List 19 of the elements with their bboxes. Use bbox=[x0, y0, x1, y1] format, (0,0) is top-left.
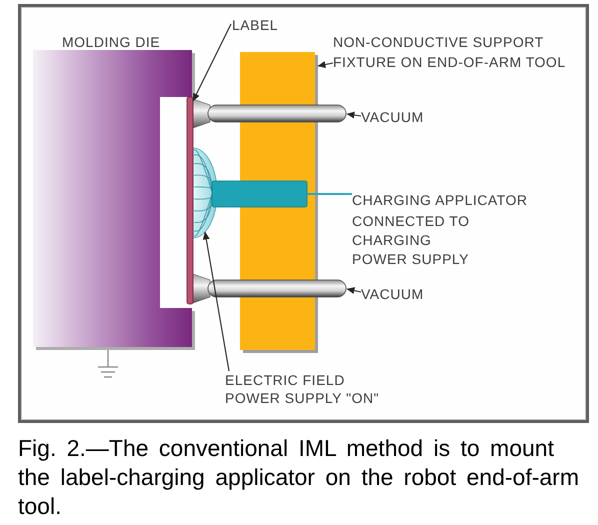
callout-text: VACUUM bbox=[361, 107, 424, 127]
leader-line bbox=[346, 112, 362, 119]
leader-line bbox=[192, 24, 232, 102]
callout-text: LABEL bbox=[232, 15, 278, 35]
callout-text: CONNECTED TO CHARGING POWER SUPPLY bbox=[352, 212, 470, 269]
callout-text: ELECTRIC FIELD POWER SUPPLY "ON" bbox=[225, 371, 390, 407]
figure-caption: Fig. 2.—The conventional IML method is to mount the label-charging applicator on the robot end-of-arm tool. bbox=[18, 434, 580, 521]
part-name: MOLDING DIE bbox=[62, 33, 160, 52]
leader-line bbox=[318, 61, 334, 68]
callout-text: NON-CONDUCTIVE SUPPORT FIXTURE ON END-OF-ARM TOOL bbox=[333, 32, 578, 72]
label-strip bbox=[186, 96, 194, 304]
leader-line bbox=[346, 287, 362, 294]
callout-text: CHARGING APPLICATOR bbox=[352, 191, 528, 210]
vacuum-rod bbox=[192, 98, 346, 128]
leader-line bbox=[202, 232, 230, 372]
vacuum-rod bbox=[192, 274, 346, 304]
callout-text: VACUUM bbox=[361, 284, 424, 304]
leader-line bbox=[307, 193, 352, 195]
charging-applicator bbox=[212, 180, 308, 208]
